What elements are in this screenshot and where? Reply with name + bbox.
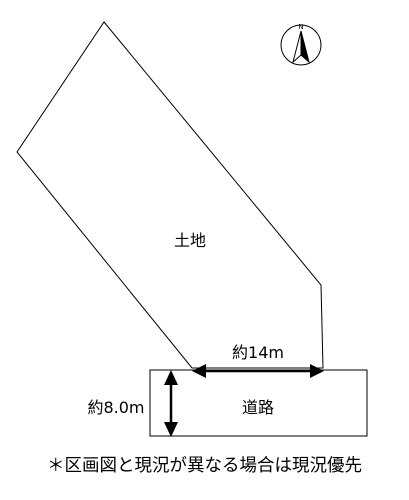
- road-outline: [149, 369, 368, 437]
- road-width-dimension-arrow: [164, 370, 178, 437]
- road-width-dimension-label: 約8.0m: [87, 398, 144, 417]
- frontage-dimension-arrow: [192, 364, 324, 378]
- north-arrow-icon: N: [280, 23, 322, 66]
- road-label: 道路: [242, 398, 274, 417]
- north-letter: N: [298, 23, 303, 31]
- frontage-dimension-label: 約14m: [232, 343, 284, 362]
- land-label: 土地: [174, 231, 206, 250]
- disclaimer-note: ＊区画図と現況が異なる場合は現況優先: [47, 456, 362, 476]
- land-parcel-outline: [16, 21, 324, 369]
